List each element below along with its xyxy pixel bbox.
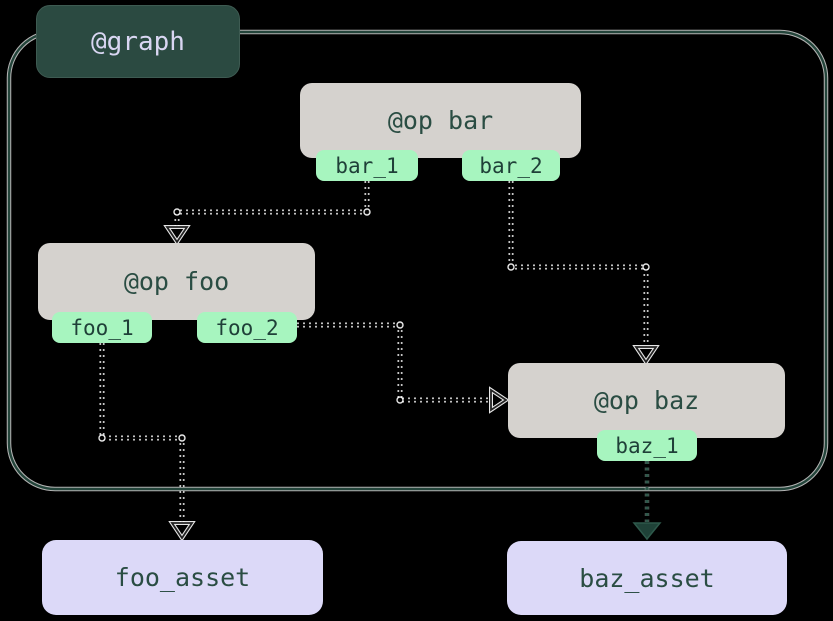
asset-baz-label: baz_asset <box>579 563 715 593</box>
asset-node-foo-asset[interactable]: foo_asset <box>42 540 323 615</box>
output-tag-bar-1[interactable]: bar_1 <box>316 150 418 181</box>
graph-boundary <box>6 29 829 492</box>
edge-bar1-to-foo <box>163 181 371 246</box>
edge-foo1-to-foo-asset <box>98 343 196 542</box>
output-tag-foo-1[interactable]: foo_1 <box>52 312 152 343</box>
output-tag-baz-1-label: baz_1 <box>615 433 679 458</box>
output-tag-foo-2-label: foo_2 <box>215 315 279 340</box>
output-tag-foo-1-label: foo_1 <box>70 315 134 340</box>
op-foo-label: @op foo <box>123 267 230 296</box>
op-baz-label: @op baz <box>593 386 700 415</box>
output-tag-foo-2[interactable]: foo_2 <box>197 312 297 343</box>
output-tag-bar-1-label: bar_1 <box>335 153 399 178</box>
graph-label-text: @graph <box>91 26 185 57</box>
graph-node-label[interactable]: @graph <box>36 5 240 78</box>
edge-baz1-to-baz-asset <box>632 461 662 541</box>
op-node-baz[interactable]: @op baz <box>508 363 785 438</box>
output-tag-bar-2[interactable]: bar_2 <box>462 150 560 181</box>
output-tag-bar-2-label: bar_2 <box>479 153 543 178</box>
asset-node-baz-asset[interactable]: baz_asset <box>507 541 787 615</box>
asset-foo-label: foo_asset <box>114 563 251 592</box>
edge-foo2-to-baz <box>297 321 510 414</box>
op-node-foo[interactable]: @op foo <box>38 243 315 320</box>
output-tag-baz-1[interactable]: baz_1 <box>597 430 697 461</box>
edge-bar2-to-baz <box>507 181 660 366</box>
op-bar-label: @op bar <box>387 106 494 135</box>
op-node-bar[interactable]: @op bar <box>300 83 581 158</box>
